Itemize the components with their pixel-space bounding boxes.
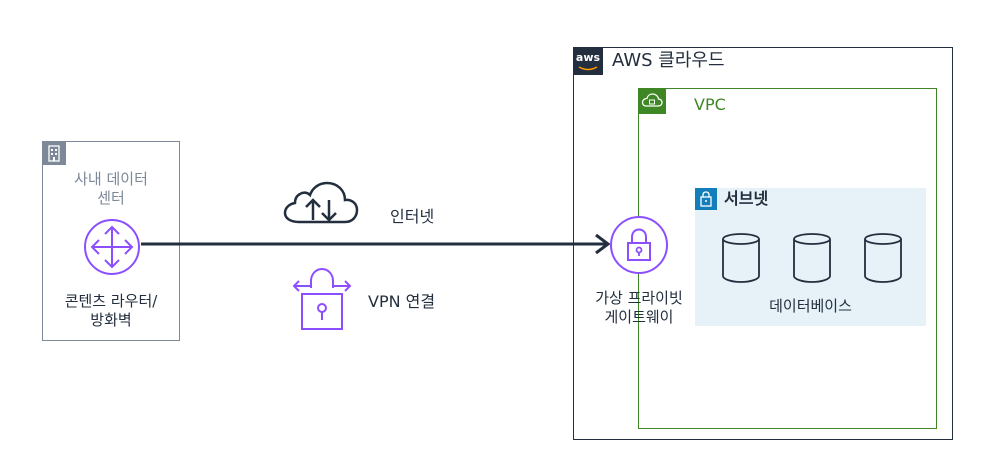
subnet-title: 서브넷	[724, 189, 769, 208]
aws-cloud-title: AWS 클라우드	[612, 50, 725, 71]
database-label: 데이터베이스	[769, 297, 852, 315]
database-icon	[720, 232, 762, 284]
gateway-label: 가상 프라이빗 게이트웨이	[595, 289, 683, 326]
vpn-label: VPN 연결	[368, 292, 436, 311]
vpn-gateway-icon	[609, 215, 669, 275]
subnet-group	[695, 188, 926, 326]
database-icon	[791, 232, 833, 284]
vpc-title: VPC	[694, 95, 726, 114]
subnet-lock-icon	[695, 188, 717, 210]
aws-logo-icon: aws	[573, 47, 603, 75]
internet-cloud-icon	[283, 180, 359, 226]
vpn-lock-icon	[292, 264, 352, 332]
aws-badge-text: aws	[575, 51, 601, 64]
corporate-building-icon	[42, 141, 66, 165]
vpc-cloud-icon	[638, 88, 666, 114]
router-icon	[83, 218, 141, 276]
internet-label: 인터넷	[390, 207, 435, 226]
aws-cloud-group	[573, 47, 953, 440]
onprem-title: 사내 데이터 센터	[74, 170, 148, 207]
database-icon	[862, 232, 904, 284]
router-label: 콘텐츠 라우터/ 방화벽	[64, 292, 158, 329]
onprem-datacenter-group	[42, 141, 180, 341]
